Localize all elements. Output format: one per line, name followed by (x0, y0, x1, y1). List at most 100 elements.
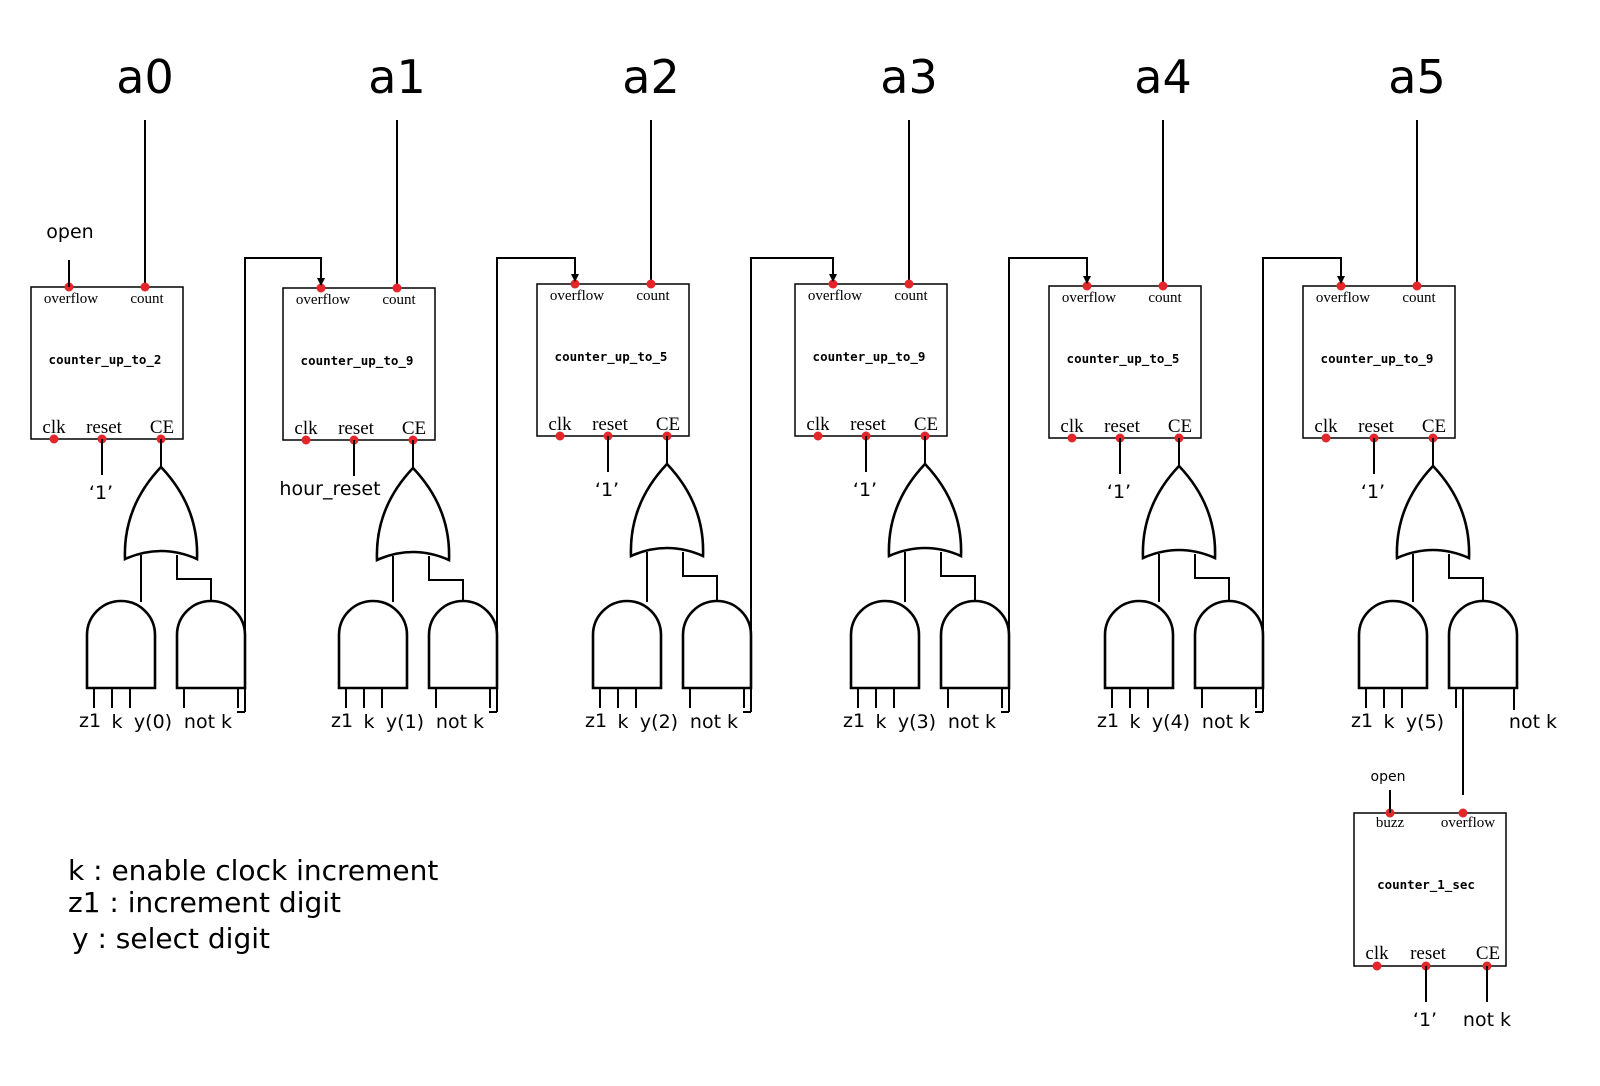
and-gate-1 (591, 599, 663, 690)
legend-entry: z1 : increment digit (68, 886, 341, 919)
clk-pin (301, 435, 311, 445)
overflow-pin (1336, 281, 1346, 291)
or-input-wire-2 (940, 552, 976, 602)
overflow-port-label: overflow (1062, 290, 1116, 306)
reset-port-label: reset (338, 418, 375, 439)
ce-input-label: not k (1463, 1009, 1511, 1031)
clk-port-label: clk (1314, 416, 1338, 437)
reset-port-label: reset (1104, 416, 1141, 437)
input-y-label: y(5) (1406, 711, 1444, 733)
legend-entry: y : select digit (72, 922, 270, 955)
reset-input-label: ‘1’ (595, 479, 619, 501)
arrow-head (571, 274, 579, 282)
counter-name: counter_1_sec (1377, 877, 1475, 893)
input-y-label: y(4) (1152, 711, 1190, 733)
ce-port-label: CE (402, 418, 426, 439)
and-gate-2 (427, 599, 499, 690)
ce-port-label: CE (150, 417, 174, 438)
count-pin (1412, 281, 1422, 291)
legend-entry: k : enable clock increment (68, 854, 438, 887)
carry-wire (750, 257, 834, 712)
or-gate (123, 465, 199, 561)
count-pin (1158, 281, 1168, 291)
input-y-label: y(0) (134, 711, 172, 733)
input-y-label: y(1) (386, 711, 424, 733)
input-not-k-label: not k (1509, 711, 1557, 733)
reset-input-label: hour_reset (279, 478, 380, 500)
count-port-label: count (894, 288, 928, 304)
reset-input-label: ‘1’ (89, 482, 113, 504)
overflow-pin (570, 279, 580, 289)
or-gate (375, 466, 451, 562)
and-gate-1 (849, 599, 921, 690)
or-gate (629, 462, 705, 558)
count-port-label: count (1402, 290, 1436, 306)
arrow-head (1337, 276, 1345, 284)
carry-wire (1008, 257, 1088, 712)
reset-input-label: ‘1’ (1107, 481, 1131, 503)
arrow-head (829, 274, 837, 282)
stage-title: a2 (622, 50, 679, 104)
overflow-pin (1458, 808, 1468, 818)
input-not-k-label: not k (436, 711, 484, 733)
ce-port-label: CE (1422, 416, 1446, 437)
buzz-open-label: open (1371, 769, 1406, 785)
arrow-head (1083, 276, 1091, 284)
counter-block (1048, 285, 1202, 439)
input-k-label: k (363, 711, 374, 733)
overflow-port-label: overflow (808, 288, 862, 304)
and-gate-2 (1193, 599, 1265, 690)
counter-block (30, 286, 184, 440)
reset-port-label: reset (86, 417, 123, 438)
reset-port-label: reset (850, 414, 887, 435)
clk-port-label: clk (806, 414, 830, 435)
and-gate-2 (175, 599, 247, 690)
count-pin (646, 279, 656, 289)
count-pin (392, 283, 402, 293)
input-z1-label: z1 (585, 710, 607, 732)
clk-pin (1067, 433, 1077, 443)
ce-port-label: CE (1168, 416, 1192, 437)
reset-input-label: ‘1’ (853, 479, 877, 501)
counter-name: counter_up_to_5 (555, 349, 668, 365)
clk-pin (1321, 433, 1331, 443)
overflow-port-label: overflow (44, 291, 98, 307)
ce-port-label: CE (656, 414, 680, 435)
count-pin (140, 282, 150, 292)
clk-pin (813, 431, 823, 441)
clk-port-label: clk (548, 414, 572, 435)
counter-name: counter_up_to_9 (813, 349, 926, 365)
counter-name: counter_up_to_9 (1321, 351, 1434, 367)
stage-title: a4 (1134, 50, 1191, 104)
input-z1-label: z1 (331, 710, 353, 732)
count-port-label: count (382, 292, 416, 308)
and-gate-1 (1103, 599, 1175, 690)
count-port-label: count (1148, 290, 1182, 306)
count-port-label: count (130, 291, 164, 307)
clk-port-label: clk (1365, 943, 1389, 964)
and-gate-2 (1447, 599, 1519, 690)
and-gate-2 (681, 599, 753, 690)
counter-name: counter_up_to_2 (49, 352, 162, 368)
overflow-port-label: overflow (296, 292, 350, 308)
input-k-label: k (875, 711, 886, 733)
counter-block (1302, 285, 1456, 439)
clk-pin (49, 434, 59, 444)
or-gate (1395, 464, 1471, 560)
or-input-wire-2 (428, 556, 464, 602)
or-input-wire-2 (176, 555, 212, 602)
counter-block (536, 283, 690, 437)
input-y-label: y(3) (898, 711, 936, 733)
count-port-label: count (636, 288, 670, 304)
input-not-k-label: not k (1202, 711, 1250, 733)
reset-port-label: reset (592, 414, 629, 435)
clk-pin (555, 431, 565, 441)
counter-block (794, 283, 948, 437)
